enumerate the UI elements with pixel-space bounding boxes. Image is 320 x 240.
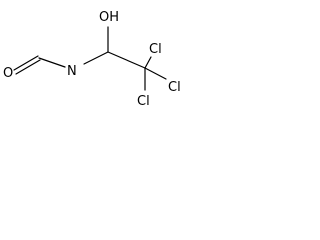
bonds [13,26,167,91]
atom-hydroxyl: OH [99,10,119,25]
atom-chlorine-bottom: Cl [137,94,150,109]
atom-carbonyl-oxygen: O [3,66,13,81]
atom-labels: O N OH Cl Cl Cl [3,10,181,109]
bond-nitrogen-methine [83,51,109,65]
bond-carbon-chlorine-1 [144,56,152,69]
bond-formyl-nitrogen [38,57,66,68]
bond-carbonyl-double-2 [15,59,41,75]
atom-chlorine-right: Cl [168,80,181,95]
bond-methine-trichloromethyl [107,51,146,69]
atom-chlorine-top-right: Cl [149,42,162,57]
bond-carbon-chlorine-2 [144,67,167,80]
bond-carbonyl-double-1 [13,55,39,71]
structure-diagram: O N OH Cl Cl Cl [3,10,181,109]
atom-amide-nitrogen: N [67,64,77,79]
